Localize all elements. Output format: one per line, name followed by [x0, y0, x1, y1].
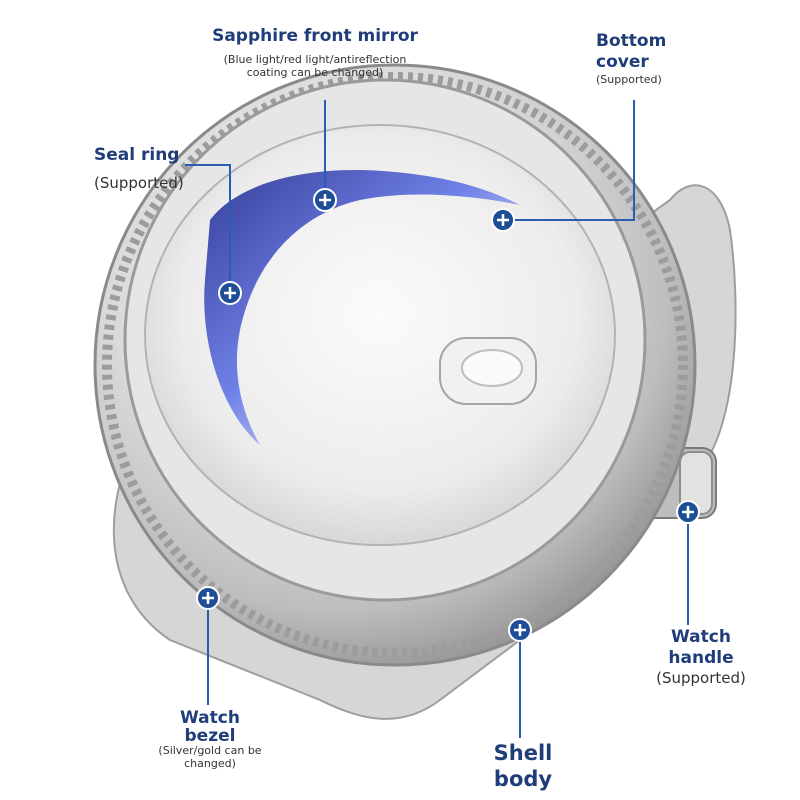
plus-icon	[224, 287, 236, 299]
label-note: coating can be changed)	[246, 66, 384, 79]
plus-icon	[514, 624, 526, 636]
hotspot-sapphire[interactable]	[313, 188, 337, 212]
label-title: Watch	[671, 627, 731, 647]
label-title: Watch	[180, 708, 240, 728]
leader-bottom-cover	[503, 100, 635, 221]
plus-icon	[497, 214, 509, 226]
label-title: bezel	[184, 726, 236, 746]
label-title: Sapphire front mirror	[212, 26, 418, 46]
date-window	[439, 337, 537, 405]
label-note: (Silver/gold can be	[158, 744, 262, 757]
label-bottom-cover: Bottom cover (Supported)	[596, 31, 706, 86]
plus-icon	[202, 592, 214, 604]
hotspot-bottom-cover[interactable]	[491, 208, 515, 232]
label-sapphire-front-mirror: Sapphire front mirror (Blue light/red li…	[190, 26, 440, 79]
label-title: handle	[668, 648, 734, 668]
label-shell-body: Shell body	[478, 740, 568, 792]
label-title: Shell	[493, 741, 553, 765]
label-title: body	[493, 767, 553, 791]
hotspot-watch-bezel[interactable]	[196, 586, 220, 610]
plus-icon	[319, 194, 331, 206]
hotspot-watch-handle[interactable]	[676, 500, 700, 524]
leader-seal-ring	[185, 164, 231, 293]
label-note: (Supported)	[94, 174, 184, 192]
label-title: Seal ring	[94, 145, 180, 165]
label-title: Bottom	[596, 31, 667, 51]
label-note: changed)	[184, 757, 236, 770]
label-watch-handle: Watch handle (Supported)	[642, 627, 760, 688]
label-note: (Supported)	[656, 669, 746, 687]
label-note: (Supported)	[596, 73, 662, 86]
hotspot-shell-body[interactable]	[508, 618, 532, 642]
label-watch-bezel: Watch bezel (Silver/gold can be changed)	[148, 708, 272, 770]
hotspot-seal-ring[interactable]	[218, 281, 242, 305]
plus-icon	[682, 506, 694, 518]
label-title: cover	[596, 52, 649, 72]
blue-coating-highlight	[204, 170, 520, 445]
label-note: (Blue light/red light/antireflection	[223, 53, 407, 66]
label-seal-ring: Seal ring (Supported)	[94, 145, 224, 193]
